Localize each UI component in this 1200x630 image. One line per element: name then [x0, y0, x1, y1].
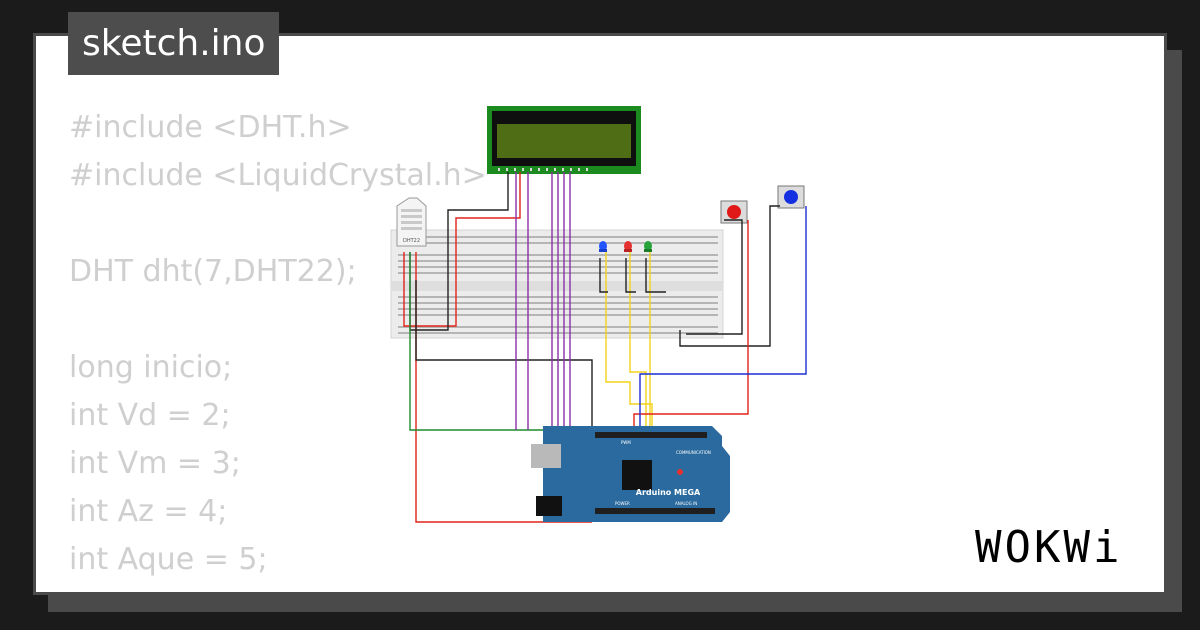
- wire-red: [403, 172, 521, 327]
- code-line: #include <LiquidCrystal.h>: [69, 158, 487, 193]
- code-line: int Az = 4;: [69, 494, 228, 529]
- code-line: int Aque = 5;: [69, 542, 268, 577]
- wires: [403, 172, 807, 523]
- code-line: long inicio;: [69, 350, 233, 385]
- wokwi-logo: WOKWi: [975, 522, 1123, 573]
- lcd-screen: [497, 124, 631, 158]
- code-line: #include <DHT.h>: [69, 110, 352, 145]
- board-analog-label: ANALOG IN: [675, 501, 697, 506]
- wire-blue: [639, 206, 807, 430]
- wire-black: [686, 219, 743, 335]
- wire-black: [625, 258, 636, 293]
- board-comm-label: COMMUNICATION: [676, 450, 711, 455]
- breadboard[interactable]: [390, 229, 724, 339]
- wire-green: [409, 252, 548, 431]
- led-blue[interactable]: [599, 241, 607, 252]
- code-line: int Vd = 2;: [69, 398, 231, 433]
- wire-red: [633, 220, 749, 430]
- lcd-display[interactable]: [487, 106, 641, 174]
- dht22-label: DHT22: [403, 238, 420, 244]
- filename-tab: sketch.ino: [68, 12, 280, 75]
- wire-yellow: [629, 252, 647, 430]
- pushbutton-blue[interactable]: [777, 185, 805, 209]
- code-line: DHT dht(7,DHT22);: [69, 254, 357, 289]
- wire-black: [599, 258, 608, 293]
- board-power-label: POWER: [615, 501, 630, 506]
- code-preview: #include <DHT.h> #include <LiquidCrystal…: [69, 104, 487, 592]
- wire-yellow: [605, 252, 653, 430]
- led-red[interactable]: [624, 241, 632, 252]
- board-label: Arduino MEGA: [636, 488, 701, 497]
- arduino-mega-board[interactable]: PWM COMMUNICATION Arduino MEGA POWER ANA…: [531, 426, 730, 522]
- dht22-sensor[interactable]: DHT22: [396, 197, 427, 247]
- wire-black: [645, 258, 666, 293]
- board-pwm-label: PWM: [621, 440, 631, 445]
- code-line: int Vent = 6;: [69, 584, 487, 592]
- pushbutton-red[interactable]: [720, 200, 748, 224]
- wire-black: [679, 205, 780, 347]
- wire-black: [415, 280, 593, 430]
- code-line: int Vm = 3;: [69, 446, 241, 481]
- led-green[interactable]: [644, 241, 652, 252]
